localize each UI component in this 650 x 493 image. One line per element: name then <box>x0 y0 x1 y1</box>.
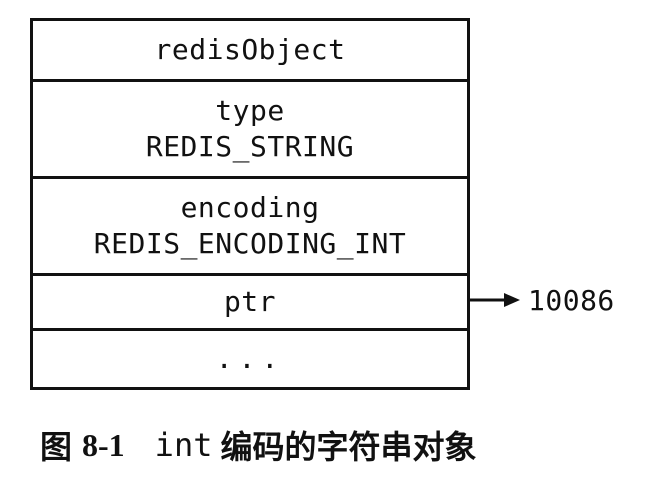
arrow-right-icon <box>470 293 520 307</box>
caption-number: 8-1 <box>82 426 125 463</box>
type-field: type REDIS_STRING <box>33 82 467 179</box>
struct-title-cell: redisObject <box>33 21 467 82</box>
caption-text: 编码的字符串对象 <box>220 428 477 466</box>
encoding-field-value: REDIS_ENCODING_INT <box>93 227 407 260</box>
redis-object-struct: redisObject type REDIS_STRING encoding R… <box>30 18 470 390</box>
caption-prefix: 图 <box>40 428 73 466</box>
ptr-target-value: 10086 <box>528 283 615 317</box>
more-fields: ... <box>33 331 467 387</box>
ptr-pointer: 10086 <box>470 282 650 318</box>
ellipsis: ... <box>215 342 285 375</box>
struct-title: redisObject <box>154 33 346 66</box>
ptr-field: ptr <box>33 276 467 331</box>
type-field-value: REDIS_STRING <box>145 130 355 163</box>
ptr-field-label: ptr <box>223 285 277 318</box>
encoding-field: encoding REDIS_ENCODING_INT <box>33 179 467 276</box>
type-field-label: type <box>215 94 285 127</box>
figure-caption: 图 8-1 int 编码的字符串对象 <box>40 420 640 470</box>
caption-code: int <box>154 426 213 464</box>
encoding-field-label: encoding <box>180 191 320 224</box>
